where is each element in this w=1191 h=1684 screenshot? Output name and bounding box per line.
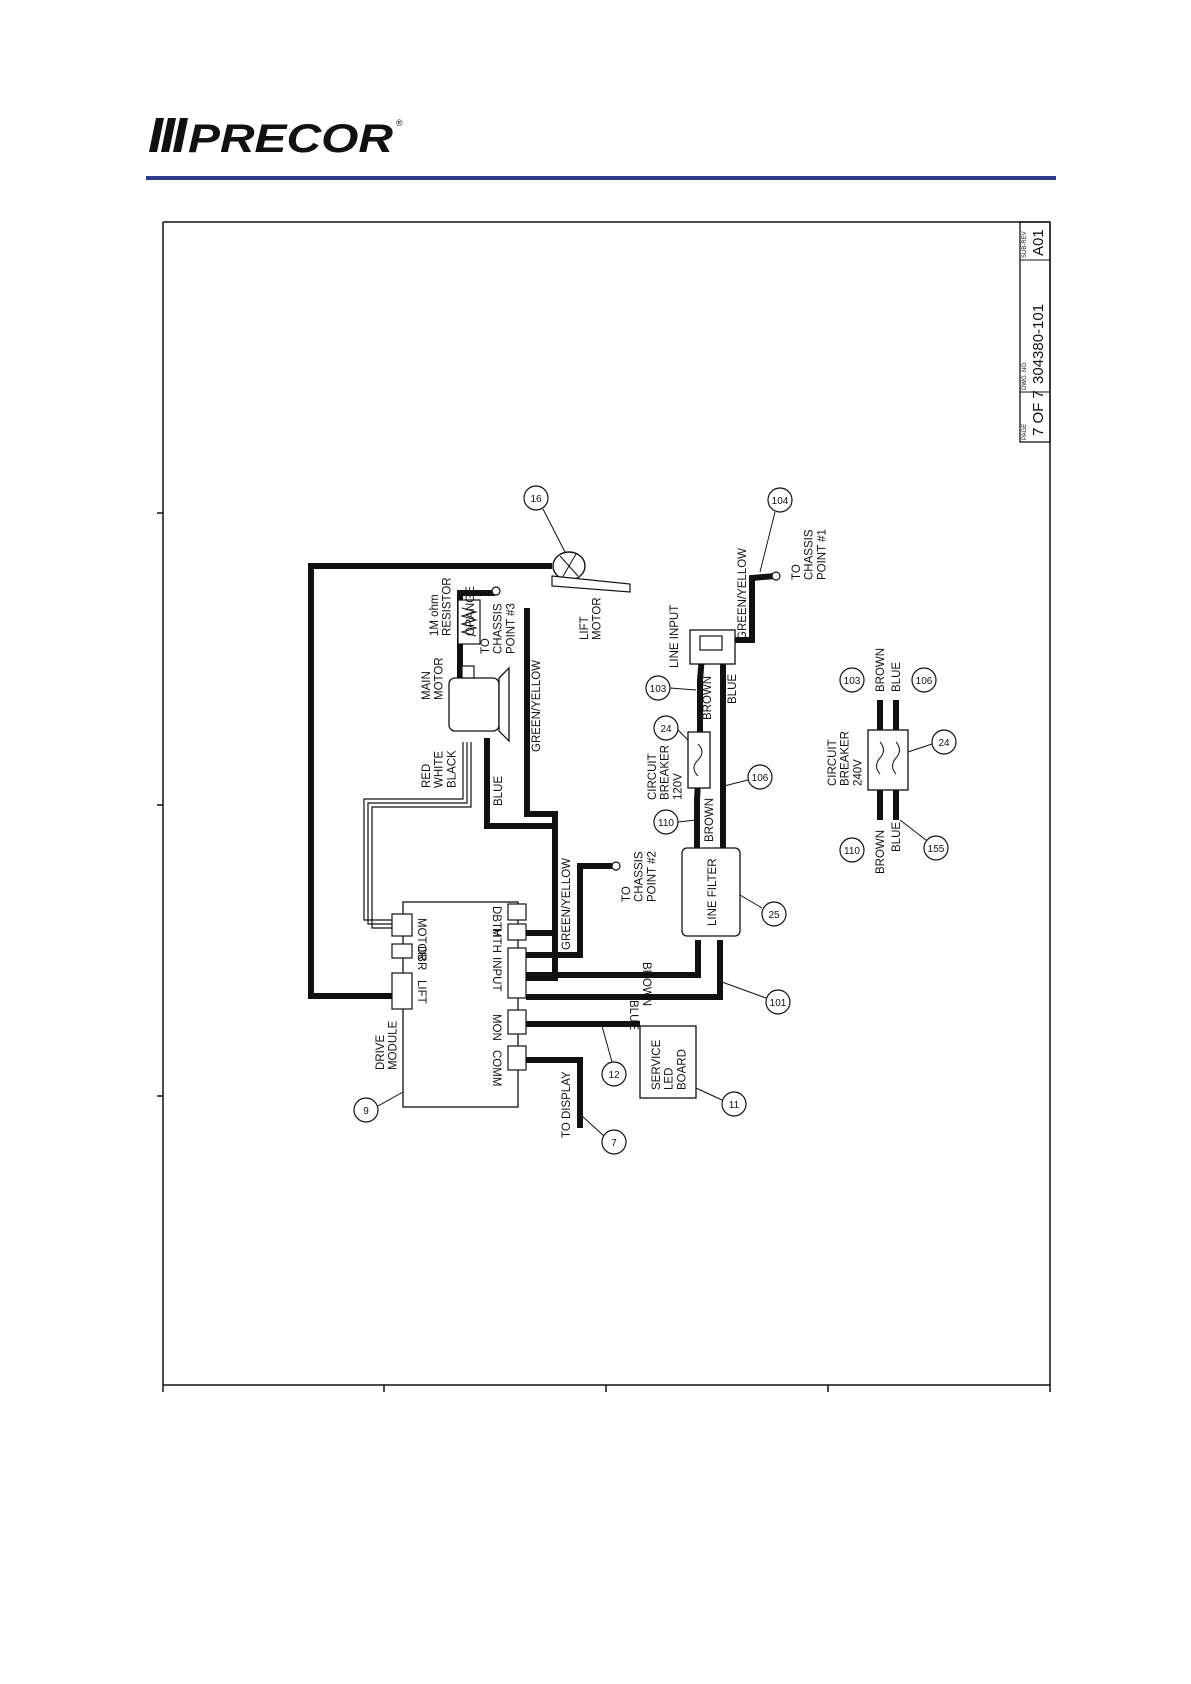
breaker-240v-label: CIRCUITBREAKER240V (827, 731, 864, 786)
w106-callout: 106 (752, 773, 769, 784)
registered-mark: ® (396, 118, 403, 128)
drive-module: MOTOR DBR LIFT DBTH MTH INPUT MON COMM D… (353, 901, 527, 1123)
conn-dbr-label: DBR (415, 946, 427, 970)
b240-w110-callout: 110 (844, 846, 860, 857)
conn-motor-label: MOTOR (415, 918, 427, 961)
service-led-label: SERVICELEDBOARD (651, 1039, 688, 1090)
line-filter-label: LINE FILTER (707, 858, 719, 926)
line-input-label: LINE INPUT (669, 605, 681, 668)
mth-green-yellow-wire (524, 608, 558, 936)
blue-label-bottom: BLUE (627, 1000, 639, 1030)
breaker-120v: CIRCUITBREAKER120V 24 (647, 715, 711, 800)
motor-cable (363, 742, 472, 929)
lift-motor: LIFTMOTOR 16 (523, 485, 631, 640)
breaker-240v: CIRCUITBREAKER240V 24 BROWN BLUE BROWN B… (827, 648, 957, 874)
chassis2-label: TOCHASSISPOINT #2 (621, 851, 658, 902)
resistor-label: 1M ohmRESISTOR (429, 577, 454, 636)
w12-circle (601, 1061, 627, 1087)
b240-w155-callout: 155 (928, 844, 945, 855)
b240-blue-bottom: BLUE (891, 822, 903, 852)
drive-module-label: DRIVEMODULE (375, 1020, 400, 1070)
b240-brown-top: BROWN (875, 648, 887, 692)
w7-callout: 7 (611, 1138, 617, 1149)
resistor: 1M ohmRESISTOR ORANGE TOCHASSISPOINT #3 (429, 577, 517, 654)
precor-logo: PRECOR ® (149, 117, 403, 161)
w103-leader (669, 687, 697, 691)
green-yellow-label-top: GREEN/YELLOW (531, 660, 543, 752)
green-yellow-label-right: GREEN/YELLOW (737, 548, 749, 640)
conn-mon-label: MON (490, 1014, 502, 1041)
wires (308, 563, 776, 1128)
service-led-board: SERVICELEDBOARD 11 (639, 1025, 747, 1117)
w106-circle (747, 764, 773, 790)
w12-callout: 12 (608, 1070, 620, 1081)
breaker-240v-callout: 24 (938, 738, 950, 749)
conn-input-label: INPUT (490, 957, 502, 992)
drive-module-callout: 9 (363, 1106, 369, 1117)
brown-label-bottom: BROWN (640, 962, 652, 1006)
comm-wire (526, 1057, 583, 1128)
w110-leader (677, 819, 697, 823)
b240-w106-callout: 106 (916, 676, 933, 687)
rwb-label: REDWHITEBLACK (421, 750, 458, 788)
breaker-120v-label: CIRCUITBREAKER120V (647, 745, 684, 800)
blue-label-line: BLUE (727, 674, 739, 704)
b240-brown-bottom: BROWN (875, 830, 887, 874)
to-display-label: TO DISPLAY (561, 1071, 573, 1138)
brown-label-line: BROWN (702, 676, 714, 720)
w7-circle (601, 1129, 627, 1155)
lift-wire (308, 563, 552, 999)
drawing-border (157, 221, 1051, 1392)
w110-callout: 110 (658, 818, 674, 829)
line-input: LINE INPUT GREEN/YELLOW TOCHASSISPOINT #… (669, 487, 828, 668)
conn-mth-label: MTH (490, 928, 502, 953)
logo-stripes (149, 118, 188, 152)
conn-dbth-label: DBTH (490, 906, 502, 937)
b240-blue-top: BLUE (891, 662, 903, 692)
orange-label: ORANGE (465, 586, 477, 636)
w104-callout: 104 (772, 496, 789, 507)
resistor-wire (457, 590, 495, 682)
dwg-label: DWG. NO. (1022, 361, 1028, 390)
w101-circle (765, 989, 791, 1015)
w103-callout: 103 (650, 684, 667, 695)
b240-w103-callout: 103 (844, 676, 861, 687)
main-motor: MAINMOTOR (421, 657, 510, 743)
line-filter-callout: 25 (768, 910, 780, 921)
conn-lift-label: LIFT (415, 980, 427, 1004)
service-led-callout: 11 (729, 1100, 740, 1111)
title-block: PAGE 7 OF 7 DWG. NO. 304380-101 SUB-REV … (1019, 221, 1051, 443)
line-filter: LINE FILTER 25 (681, 847, 787, 937)
conn-comm-label: COMM (490, 1050, 502, 1086)
w101-leader (721, 981, 767, 999)
blue-to-filter-wire (526, 940, 723, 1000)
breaker-120v-callout: 24 (660, 724, 672, 735)
lift-motor-callout: 16 (530, 494, 542, 505)
w106-leader (723, 779, 749, 787)
lift-motor-label: LIFTMOTOR (579, 597, 604, 640)
main-motor-label: MAINMOTOR (421, 657, 446, 700)
page-value: 7 OF 7 (1030, 390, 1047, 436)
blue-label-left: BLUE (493, 776, 505, 806)
brown-to-filter-wire (526, 940, 701, 978)
w7-leader (581, 1115, 605, 1137)
chassis3-label: TOCHASSISPOINT #3 (480, 603, 517, 654)
w12-leader (601, 1025, 613, 1063)
chassis1-label: TOCHASSISPOINT #1 (791, 529, 828, 580)
w101-callout: 101 (770, 998, 787, 1009)
green-yellow-label-mid: GREEN/YELLOW (561, 858, 573, 950)
chassis2-terminal (611, 861, 621, 871)
subrev-label: SUB-REV (1022, 231, 1028, 258)
header-rule (146, 176, 1056, 180)
brown-label-line2: BROWN (704, 798, 716, 842)
brand-name: PRECOR (188, 117, 393, 161)
page-label: PAGE (1022, 424, 1028, 440)
subrev-value: A01 (1030, 229, 1047, 256)
dwg-value: 304380-101 (1030, 304, 1047, 384)
